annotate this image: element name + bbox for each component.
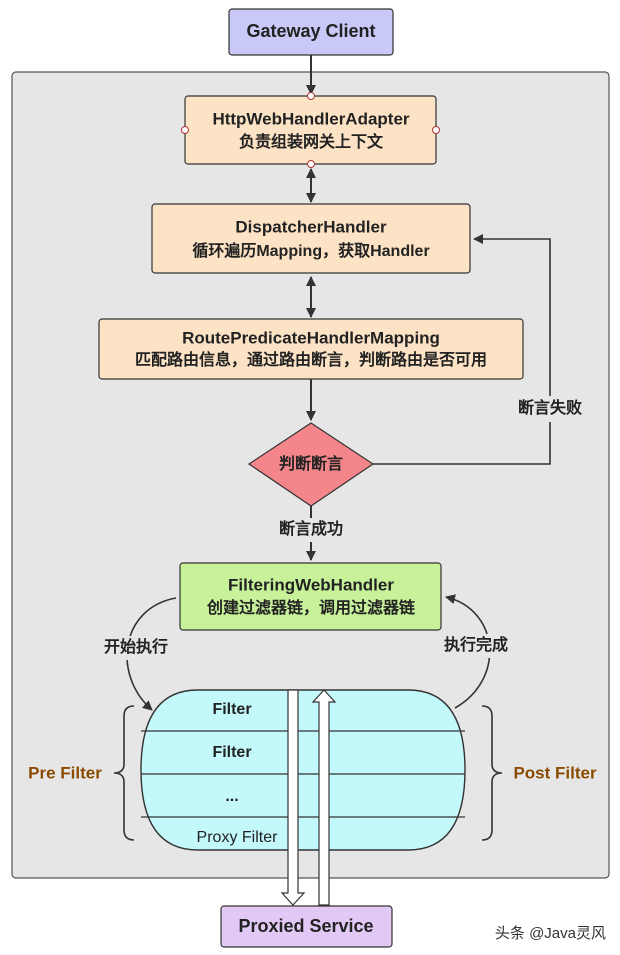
dispatcher-node: DispatcherHandler 循环遍历Mapping，获取Handler	[151, 203, 471, 274]
mapping-title: RoutePredicateHandlerMapping	[182, 328, 440, 347]
adapter-node: HttpWebHandlerAdapter 负责组装网关上下文	[181, 92, 440, 168]
filtering-desc: 创建过滤器链，调用过滤器链	[206, 598, 416, 617]
assert-fail-label: 断言失败	[518, 398, 582, 417]
gateway-client-node: Gateway Client	[228, 8, 394, 56]
filter-item: ...	[225, 788, 238, 805]
watermark-text: 头条 @Java灵风	[495, 925, 606, 942]
filter-item: Filter	[212, 744, 251, 761]
proxy-filter-item: Proxy Filter	[197, 829, 279, 846]
adapter-desc: 负责组装网关上下文	[239, 132, 384, 151]
finish-execution-label: 执行完成	[444, 635, 508, 654]
filtering-title: FilteringWebHandler	[228, 575, 394, 594]
dispatcher-desc: 循环遍历Mapping，获取Handler	[192, 241, 429, 260]
mapping-node: RoutePredicateHandlerMapping 匹配路由信息，通过路由…	[98, 318, 524, 380]
post-filter-bracket	[481, 705, 503, 841]
response-up-arrow	[311, 689, 337, 906]
pre-filter-label: Pre Filter	[28, 763, 102, 782]
proxied-service-node: Proxied Service	[220, 905, 393, 948]
pre-filter-bracket	[113, 705, 135, 841]
filter-chain: Filter Filter ... Proxy Filter	[140, 689, 466, 851]
adapter-title: HttpWebHandlerAdapter	[212, 109, 409, 128]
dispatcher-title: DispatcherHandler	[235, 217, 387, 236]
decision-label: 判断断言	[279, 454, 343, 473]
assert-fail-arrow	[373, 234, 551, 465]
decision-node: 判断断言	[247, 422, 375, 507]
post-filter-label: Post Filter	[513, 763, 597, 782]
mapping-desc: 匹配路由信息，通过路由断言，判断路由是否可用	[135, 350, 487, 369]
assert-success-label: 断言成功	[279, 519, 343, 538]
filtering-node: FilteringWebHandler 创建过滤器链，调用过滤器链	[179, 562, 442, 631]
gateway-client-label: Gateway Client	[246, 21, 375, 41]
start-execution-label: 开始执行	[104, 637, 168, 656]
request-down-arrow	[280, 689, 306, 906]
proxied-service-label: Proxied Service	[238, 916, 373, 936]
filter-item: Filter	[212, 701, 251, 718]
